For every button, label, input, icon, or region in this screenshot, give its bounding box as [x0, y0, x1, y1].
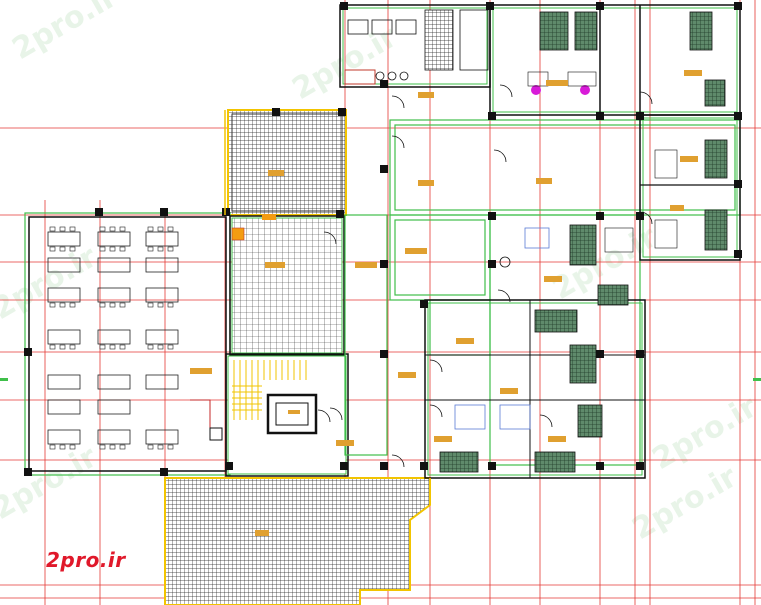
central-lobby	[229, 214, 345, 356]
green-marker	[0, 378, 8, 381]
guest-rooms-east	[639, 114, 741, 261]
terrace-bottom	[164, 477, 431, 605]
watermark-text: 2pro.ir	[7, 0, 124, 67]
dining-hall	[24, 208, 231, 476]
guest-rooms-south	[424, 224, 646, 479]
corridor	[344, 119, 741, 466]
dining-tables	[47, 231, 179, 445]
watermark-text: 2pro.ir	[627, 459, 744, 547]
terrace-top	[227, 109, 347, 216]
structural-columns	[225, 2, 742, 470]
site-logo: 2pro.ir	[46, 548, 126, 572]
annotation-tags	[190, 70, 702, 536]
dining-chairs	[49, 226, 174, 450]
guest-rooms-north	[489, 4, 741, 116]
watermark-text: 2pro.ir	[0, 439, 103, 527]
stair-core	[209, 353, 349, 477]
watermark-text: 2pro.ir	[0, 239, 103, 327]
dining-columns	[24, 208, 230, 476]
door-swings	[323, 84, 653, 468]
watermark-text: 2pro.ir	[647, 389, 761, 477]
green-marker	[753, 378, 761, 381]
yellow-edges	[164, 110, 431, 605]
